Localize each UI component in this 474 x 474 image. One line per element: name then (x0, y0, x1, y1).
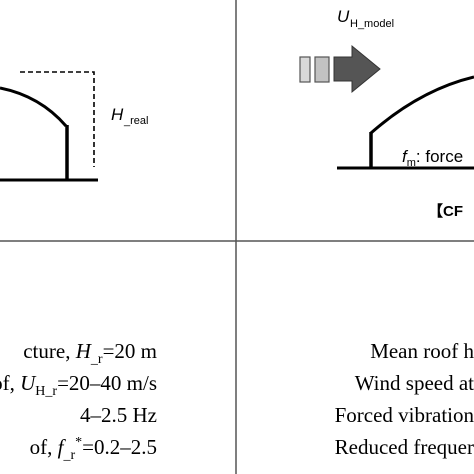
wind-speed-label: U (337, 7, 350, 26)
forced-vibration-label: fm: force (402, 147, 463, 169)
height-dimension-line (20, 71, 95, 167)
height-label-sub: _real (123, 115, 148, 127)
wind-arrow (333, 44, 381, 94)
method-tag: 【CF (428, 202, 463, 220)
height-label: H (111, 105, 124, 124)
right-param-row: Forced vibration (335, 403, 474, 427)
left-param-row: of, UH_r=20–40 m/s (0, 371, 157, 399)
wind-speed-label-sub: H_model (350, 18, 394, 30)
real-structure-diagram: H _real (0, 71, 148, 182)
model-structure-diagram: U H_model fm: force 【CF (299, 7, 474, 220)
model-roof-curve (370, 75, 474, 135)
wind-bar-1 (299, 56, 311, 83)
right-parameter-list: Mean roof h Wind speed at Forced vibration… (335, 339, 474, 459)
left-param-row: 4–2.5 Hz (80, 403, 157, 427)
roof-curve (0, 86, 68, 127)
left-param-row: cture, H_r=20 m (23, 339, 157, 367)
left-parameter-list: cture, H_r=20 m of, UH_r=20–40 m/s 4–2.5 H… (0, 339, 157, 463)
left-param-row: of, f_r*=0.2–2.5 (30, 435, 157, 463)
right-param-row: Mean roof h (370, 339, 474, 363)
wind-bar-2 (314, 56, 330, 83)
right-param-row: Reduced frequer (335, 435, 474, 459)
right-param-row: Wind speed at (355, 371, 474, 395)
